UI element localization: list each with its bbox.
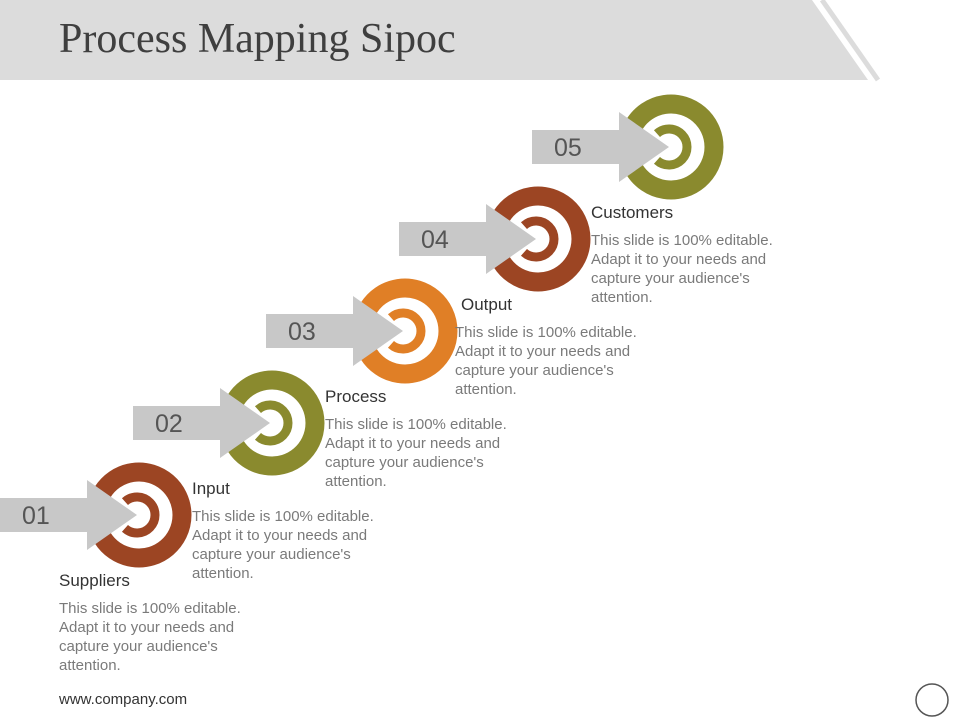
slide-nav-circle[interactable] — [915, 683, 949, 717]
step-inner-arc — [520, 216, 559, 262]
step-inner-arc — [121, 492, 160, 538]
step-description-line: Adapt it to your needs and — [192, 527, 367, 544]
step-inner-arc — [653, 124, 692, 170]
step-description-line: This slide is 100% editable. — [591, 232, 773, 249]
step-description-line: attention. — [325, 473, 387, 490]
step-arrow — [266, 296, 403, 366]
step-outer-ring — [227, 370, 325, 476]
step-description-line: attention. — [192, 565, 254, 582]
step-number: 01 — [22, 502, 50, 530]
step-label: Process — [325, 387, 386, 406]
step-description-line: Adapt it to your needs and — [325, 435, 500, 452]
step-description-line: capture your audience's — [455, 362, 614, 379]
step-description-line: capture your audience's — [192, 546, 351, 563]
step-number: 05 — [554, 134, 582, 162]
step-description-line: attention. — [455, 381, 517, 398]
step-number: 02 — [155, 410, 183, 438]
step-arrow — [532, 112, 669, 182]
step-description-line: This slide is 100% editable. — [455, 324, 637, 341]
step-inner-arc — [387, 308, 426, 354]
step-inner-arc — [254, 400, 293, 446]
step-outer-ring — [94, 462, 192, 568]
step-description-line: capture your audience's — [591, 270, 750, 287]
step-description-line: capture your audience's — [325, 454, 484, 471]
step-label: Customers — [591, 203, 673, 222]
step-number: 03 — [288, 318, 316, 346]
step-arrow — [399, 204, 536, 274]
page-title: Process Mapping Sipoc — [59, 16, 456, 62]
step-description-line: capture your audience's — [59, 638, 218, 655]
step-arrow — [133, 388, 270, 458]
header-diagonal-stripe — [819, 0, 881, 82]
step-number: 04 — [421, 226, 449, 254]
step-label: Suppliers — [59, 571, 130, 590]
footer-url: www.company.com — [58, 691, 187, 708]
step-label: Input — [192, 479, 230, 498]
step-outer-ring — [626, 94, 724, 200]
step-description-line: This slide is 100% editable. — [59, 600, 241, 617]
step-description-line: Adapt it to your needs and — [591, 251, 766, 268]
step-outer-ring — [360, 278, 458, 384]
step-description-line: Adapt it to your needs and — [59, 619, 234, 636]
header-band — [0, 0, 868, 80]
step-outer-ring — [493, 186, 591, 292]
step-label: Output — [461, 295, 512, 314]
step-description-line: attention. — [591, 289, 653, 306]
step-description-line: attention. — [59, 657, 121, 674]
step-arrow — [0, 480, 137, 550]
step-description-line: Adapt it to your needs and — [455, 343, 630, 360]
step-description-line: This slide is 100% editable. — [192, 508, 374, 525]
step-description-line: This slide is 100% editable. — [325, 416, 507, 433]
